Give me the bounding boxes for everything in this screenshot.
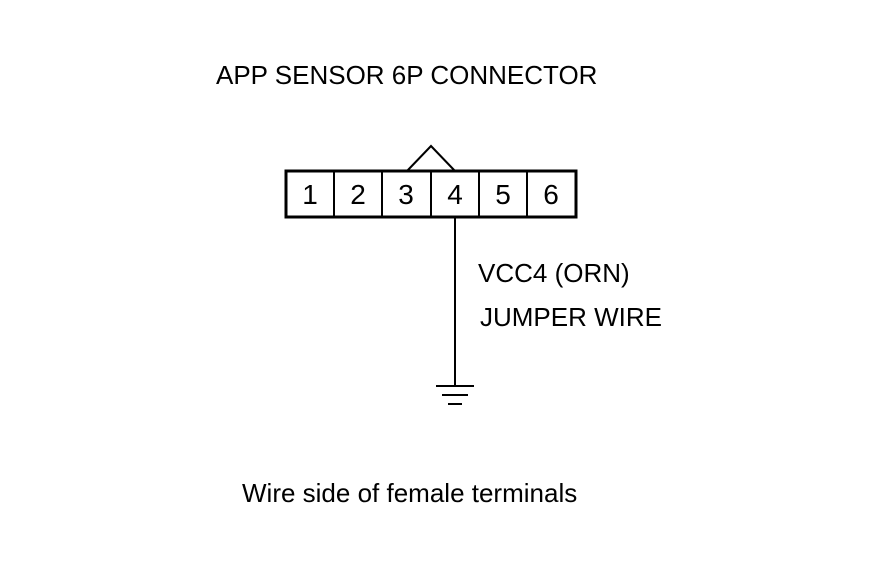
pin-3: 3: [398, 179, 414, 210]
pin-numbers: 1 2 3 4 5 6: [302, 179, 559, 210]
pin-1: 1: [302, 179, 318, 210]
cavity-dividers: [333, 171, 528, 217]
pin-4: 4: [447, 179, 463, 210]
pin-2: 2: [350, 179, 366, 210]
ground-icon: [436, 385, 474, 405]
wire-signal-label: VCC4 (ORN): [478, 258, 630, 288]
diagram-title: APP SENSOR 6P CONNECTOR: [216, 60, 598, 90]
pin-5: 5: [495, 179, 511, 210]
jumper-wire-label: JUMPER WIRE: [480, 302, 662, 332]
connector-lock-tab: [406, 144, 456, 172]
diagram-caption: Wire side of female terminals: [242, 478, 578, 508]
pin-6: 6: [543, 179, 559, 210]
